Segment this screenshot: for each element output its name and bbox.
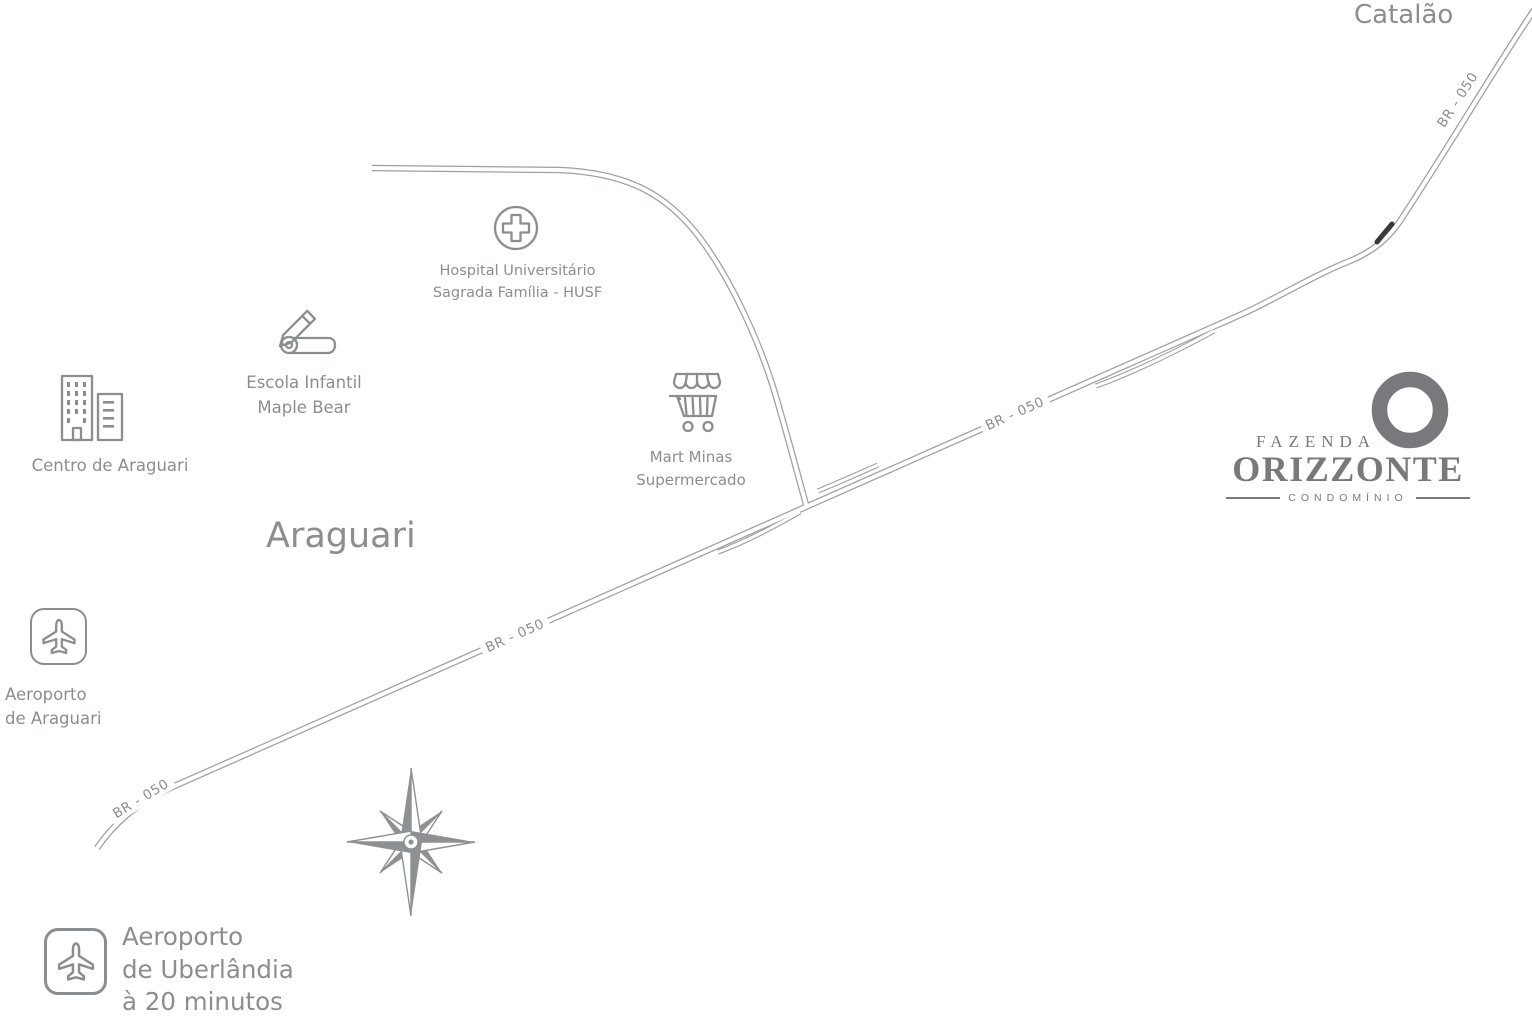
- airport-uberlandia-label-line3: à 20 minutos: [122, 987, 283, 1017]
- city-center-label-text: Centro de Araguari: [31, 456, 189, 475]
- airport-uberlandia-label: Aeroporto de Uberlândia à 20 minutos: [122, 921, 362, 1018]
- ramp-junction-right-inner: [817, 463, 879, 493]
- logo-text-fazenda: FAZENDA: [1256, 432, 1377, 451]
- fazenda-orizzonte-logo: FAZENDA ORIZZONTE CONDOMÍNIO: [1222, 368, 1474, 510]
- logo-text-orizzonte: ORIZZONTE: [1232, 449, 1464, 489]
- logo-subtitle: CONDOMÍNIO: [1226, 492, 1471, 504]
- school-label-line2: Maple Bear: [257, 397, 351, 417]
- airport-araguari-label-line2: de Araguari: [5, 708, 102, 728]
- airport-araguari-label: Aeroporto de Araguari: [5, 683, 175, 731]
- logo-rule-right: [1415, 497, 1471, 499]
- hospital-label: Hospital Universitário Sagrada Família -…: [415, 261, 620, 305]
- school-icon: [278, 309, 337, 355]
- airport-uberlandia-label-line1: Aeroporto: [122, 922, 244, 951]
- city-label-catalao: Catalão: [1354, 0, 1454, 30]
- school-label-line1: Escola Infantil: [246, 373, 362, 392]
- supermarket-label-line2: Supermercado: [636, 470, 746, 489]
- airport-araguari-label-line1: Aeroporto: [5, 685, 87, 704]
- logo-text-condominio: CONDOMÍNIO: [1288, 492, 1408, 504]
- city-label-araguari: Araguari: [266, 516, 416, 556]
- ramp-junction-left-inner: [717, 510, 801, 554]
- access-road-inner: [371, 166, 809, 509]
- airport-araguari-icon: [30, 608, 87, 665]
- compass-rose-icon: [346, 767, 476, 917]
- city-center-icon: [60, 374, 124, 442]
- logo-ring-icon: [1371, 371, 1449, 449]
- plane-icon: [41, 618, 76, 654]
- hospital-label-line2: Sagrada Família - HUSF: [432, 284, 603, 301]
- school-label: Escola Infantil Maple Bear: [218, 371, 390, 421]
- road-mark: [1374, 221, 1395, 245]
- airport-uberlandia-label-line2: de Uberlândia: [122, 954, 294, 984]
- supermarket-label-line1: Mart Minas: [649, 448, 733, 466]
- city-center-label: Centro de Araguari: [10, 456, 210, 475]
- logo-rule-left: [1226, 497, 1281, 499]
- airport-uberlandia-icon: [44, 928, 107, 995]
- hospital-label-line1: Hospital Universitário: [439, 263, 596, 279]
- supermarket-icon: [668, 372, 722, 433]
- ramp-east-inner: [1095, 329, 1215, 388]
- hospital-icon: [493, 205, 539, 251]
- plane-icon: [57, 941, 94, 981]
- supermarket-label: Mart Minas Supermercado: [615, 446, 767, 491]
